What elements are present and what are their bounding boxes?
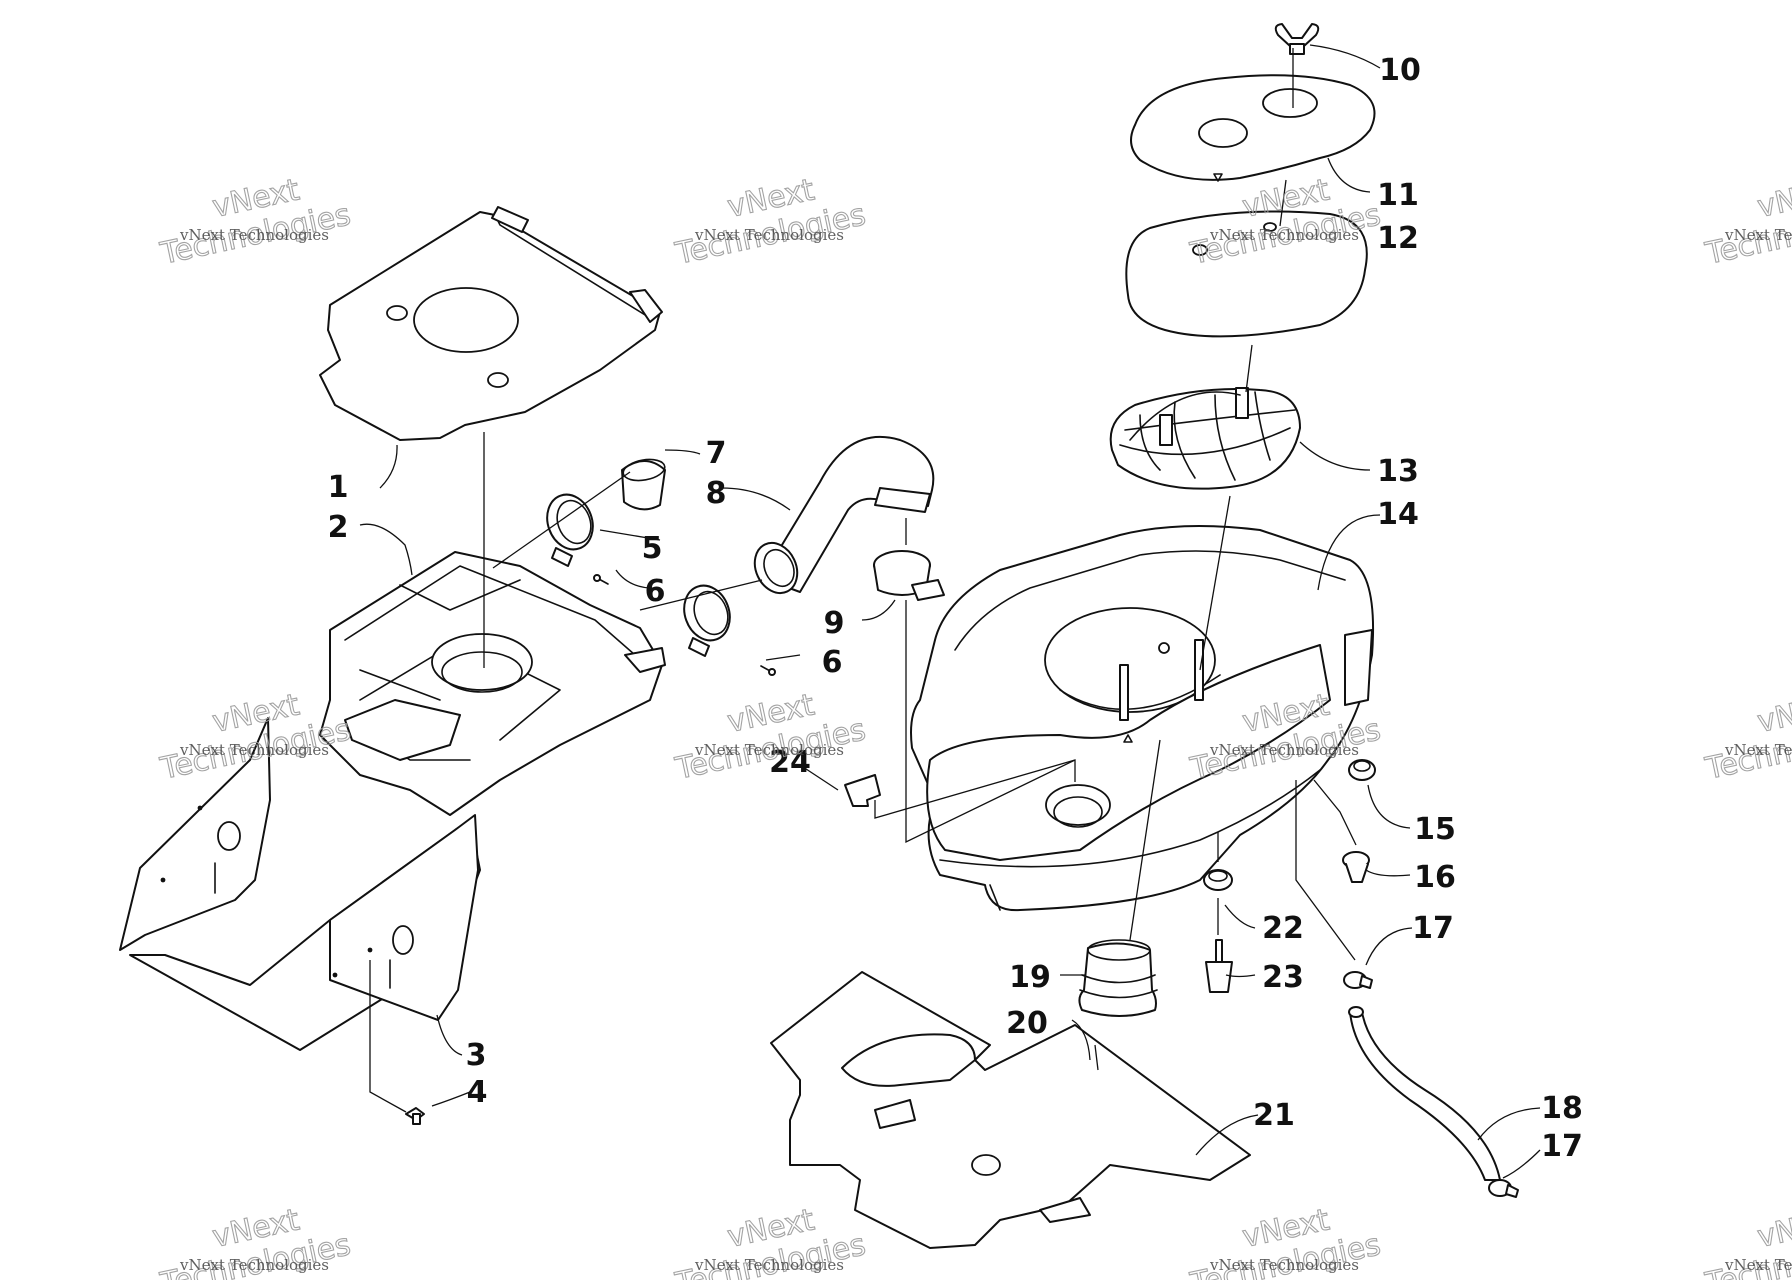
watermark-small-text: vNext Technologies	[179, 226, 329, 244]
callout-5: 5	[642, 531, 663, 566]
callout-4: 4	[467, 1075, 488, 1110]
watermark-small-text: vNext Technologies	[1724, 1256, 1792, 1274]
callout-15: 15	[1414, 812, 1456, 847]
watermark-small-text: vNext Technologies	[179, 741, 329, 759]
part-9-hose-clamp	[873, 550, 945, 601]
part-17-clamp-upper	[1343, 971, 1373, 989]
part-6-screw-lower	[760, 665, 776, 676]
callout-14: 14	[1377, 497, 1419, 532]
callout-labels: 1 2 3 4 5 6 6 7 8 9 10 11 12 13 14 15 16…	[328, 53, 1583, 1164]
part-24-bracket	[844, 774, 881, 807]
callout-12: 12	[1377, 221, 1419, 256]
part-7-ring	[621, 458, 666, 511]
part-17-clamp-lower	[1488, 1179, 1519, 1198]
part-5-clamp-lower	[683, 584, 731, 657]
part-11-filter-lid	[1130, 74, 1376, 182]
callout-7: 7	[706, 436, 727, 471]
part-8-intake-duct	[753, 435, 935, 595]
part-10-wing-nut	[1274, 23, 1320, 55]
callout-18: 18	[1541, 1091, 1583, 1126]
part-18-drain-hose	[1348, 1006, 1501, 1181]
watermark-small-text: vNext Technologies	[1724, 741, 1792, 759]
part-6-screw-upper	[593, 574, 609, 585]
part-14-silencer-box	[910, 525, 1375, 912]
watermark-small-text: vNext Technologies	[694, 226, 844, 244]
watermark-big-line-1: vNext	[1754, 1202, 1792, 1255]
callout-19: 19	[1009, 960, 1051, 995]
watermark-small-text: vNext Technologies	[1209, 226, 1359, 244]
callout-1: 1	[328, 470, 349, 505]
part-5-clamp-upper	[546, 493, 594, 567]
callout-13: 13	[1377, 454, 1419, 489]
leader-lines	[359, 44, 1541, 1179]
part-12-filter-cap	[1125, 210, 1368, 338]
watermark-big-line-1: vNext	[1754, 172, 1792, 225]
part-19-intake-boot	[1078, 939, 1158, 1017]
part-13-filter-element	[1109, 387, 1301, 490]
callout-3: 3	[466, 1038, 487, 1073]
part-1-airbox-cover	[319, 206, 663, 441]
watermark-small-text: vNext Technologies	[1209, 741, 1359, 759]
callout-24: 24	[769, 745, 811, 780]
callout-20: 20	[1006, 1006, 1048, 1041]
part-3-heat-shield	[119, 717, 481, 1051]
callout-17-upper: 17	[1412, 911, 1454, 946]
part-22-grommet	[1203, 869, 1233, 891]
callout-11: 11	[1377, 178, 1419, 213]
callout-22: 22	[1262, 911, 1304, 946]
callout-23: 23	[1262, 960, 1304, 995]
callout-6-upper: 6	[645, 574, 666, 609]
callout-8: 8	[706, 476, 727, 511]
callout-17-lower: 17	[1541, 1129, 1583, 1164]
watermark-small-text: vNext Technologies	[694, 1256, 844, 1274]
part-2-airbox-base	[319, 551, 666, 816]
callout-16: 16	[1414, 860, 1456, 895]
watermark-small-text: vNext Technologies	[694, 741, 844, 759]
watermark-small-text: vNext Technologies	[1724, 226, 1792, 244]
part-21-gasket	[770, 971, 1251, 1249]
part-4-rivet	[405, 1107, 425, 1125]
watermark-big-line-1: vNext	[1754, 687, 1792, 740]
callout-10: 10	[1379, 53, 1421, 88]
callout-9: 9	[824, 606, 845, 641]
callout-6-lower: 6	[822, 645, 843, 680]
callout-21: 21	[1253, 1098, 1295, 1133]
watermark-small-text: vNext Technologies	[179, 1256, 329, 1274]
watermark-small-text: vNext Technologies	[1209, 1256, 1359, 1274]
callout-2: 2	[328, 510, 349, 545]
part-23-pin	[1205, 939, 1233, 993]
part-15-grommet	[1348, 759, 1376, 781]
part-16-push-rivet	[1342, 851, 1370, 883]
